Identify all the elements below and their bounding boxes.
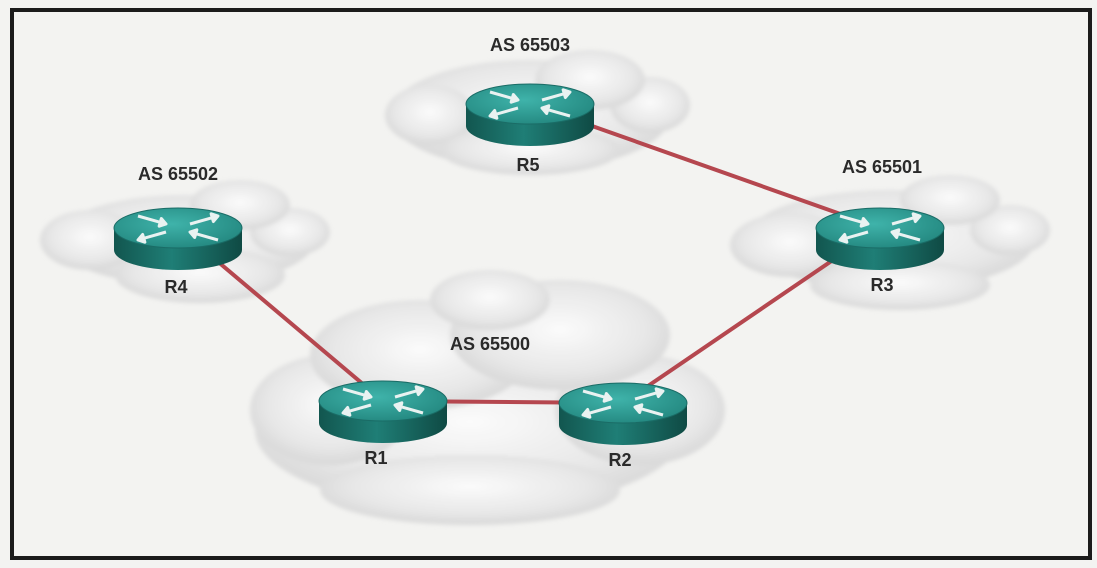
router-label-r5: R5 <box>516 155 540 175</box>
router-label-r3: R3 <box>870 275 894 295</box>
router-icon <box>465 83 595 146</box>
router-icon <box>558 382 688 445</box>
router-r5 <box>465 83 595 146</box>
router-r3 <box>815 207 945 270</box>
router-r2 <box>558 382 688 445</box>
frame-border <box>10 8 1092 560</box>
router-label-r1: R1 <box>364 448 388 468</box>
routers-layer <box>113 83 945 445</box>
as-label-65503: AS 65503 <box>489 35 571 55</box>
as-label-65502: AS 65502 <box>137 164 219 184</box>
as-label-65500: AS 65500 <box>449 334 531 354</box>
router-icon <box>113 207 243 270</box>
router-icon <box>318 380 448 443</box>
router-label-r2: R2 <box>608 450 632 470</box>
router-r4 <box>113 207 243 270</box>
router-icon <box>815 207 945 270</box>
as-label-65501: AS 65501 <box>841 157 923 177</box>
router-r1 <box>318 380 448 443</box>
router-label-r4: R4 <box>164 277 188 297</box>
